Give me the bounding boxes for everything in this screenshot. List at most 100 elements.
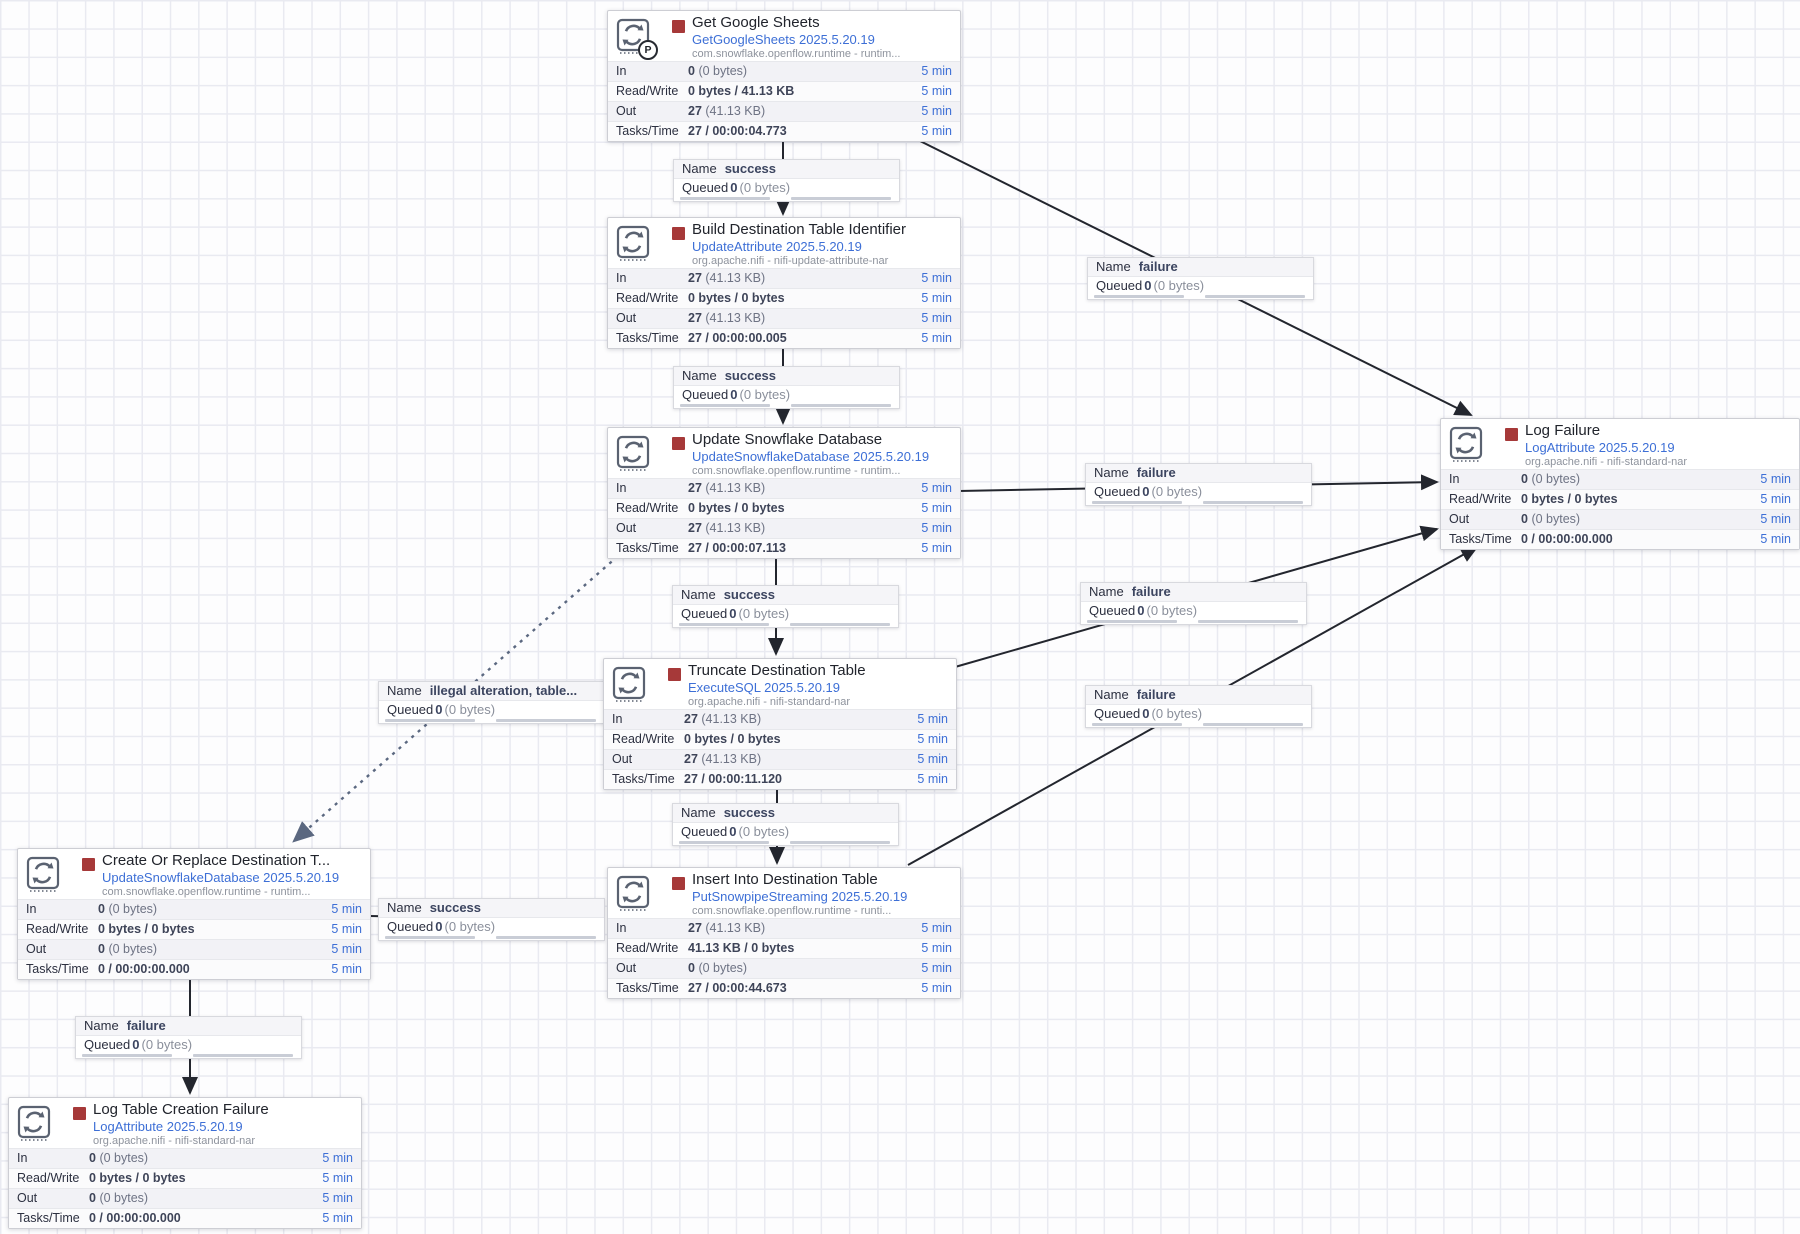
stopped-status-icon xyxy=(672,877,685,890)
processor-insert-into-destination-table[interactable]: Insert Into Destination Table PutSnowpip… xyxy=(607,867,961,999)
stopped-status-icon xyxy=(82,858,95,871)
processor-header: Insert Into Destination Table PutSnowpip… xyxy=(608,868,960,918)
processor-bundle: com.snowflake.openflow.runtime - runti..… xyxy=(692,905,892,917)
connection-line-illegal-alteration-update-to-create[interactable] xyxy=(292,555,619,843)
processor-header: P Get Google Sheets GetGoogleSheets 2025… xyxy=(608,11,960,61)
processor-header: Truncate Destination Table ExecuteSQL 20… xyxy=(604,659,956,709)
processor-title: Truncate Destination Table xyxy=(688,662,866,679)
processor-bundle: com.snowflake.openflow.runtime - runtim.… xyxy=(102,886,311,898)
processor-header: Update Snowflake Database UpdateSnowflak… xyxy=(608,428,960,478)
processor-header: Log Failure LogAttribute 2025.5.20.19 or… xyxy=(1441,419,1799,469)
processor-log-failure[interactable]: Log Failure LogAttribute 2025.5.20.19 or… xyxy=(1440,418,1800,550)
processor-bundle: com.snowflake.openflow.runtime - runtim.… xyxy=(692,465,901,477)
stopped-status-icon xyxy=(672,20,685,33)
queue-fill-bars xyxy=(1086,722,1311,727)
queue-fill-bars xyxy=(379,718,604,723)
processor-stamp-icon xyxy=(1448,425,1486,463)
queue-fill-bars xyxy=(76,1053,301,1058)
processor-log-table-creation-failure[interactable]: Log Table Creation Failure LogAttribute … xyxy=(8,1097,362,1229)
processor-update-snowflake-database[interactable]: Update Snowflake Database UpdateSnowflak… xyxy=(607,427,961,559)
queue-fill-bars xyxy=(674,403,899,408)
processor-stamp-icon xyxy=(25,855,63,893)
processor-header: Create Or Replace Destination T... Updat… xyxy=(18,849,370,899)
processor-bundle: org.apache.nifi - nifi-update-attribute-… xyxy=(692,255,889,267)
processor-stamp-icon xyxy=(615,874,653,912)
processor-header: Log Table Creation Failure LogAttribute … xyxy=(9,1098,361,1148)
processor-type: UpdateSnowflakeDatabase 2025.5.20.19 xyxy=(692,449,930,464)
processor-title: Build Destination Table Identifier xyxy=(692,221,907,238)
processor-stamp-icon: P xyxy=(615,17,658,60)
processor-bundle: org.apache.nifi - nifi-standard-nar xyxy=(1525,456,1688,468)
processor-type: LogAttribute 2025.5.20.19 xyxy=(1525,440,1675,455)
processor-header: Build Destination Table Identifier Updat… xyxy=(608,218,960,268)
stopped-status-icon xyxy=(672,227,685,240)
processor-truncate-destination-table[interactable]: Truncate Destination Table ExecuteSQL 20… xyxy=(603,658,957,790)
processor-stamp-icon xyxy=(615,224,653,262)
processor-get-google-sheets[interactable]: P Get Google Sheets GetGoogleSheets 2025… xyxy=(607,10,961,142)
queue-fill-bars xyxy=(674,196,899,201)
processor-type: ExecuteSQL 2025.5.20.19 xyxy=(688,680,841,695)
processor-build-destination-table-identifier[interactable]: Build Destination Table Identifier Updat… xyxy=(607,217,961,349)
queue-fill-bars xyxy=(673,622,898,627)
processor-title: Get Google Sheets xyxy=(692,14,820,31)
processor-stamp-icon xyxy=(611,665,649,703)
processor-type: GetGoogleSheets 2025.5.20.19 xyxy=(692,32,875,47)
processor-stamp-icon xyxy=(16,1104,54,1142)
processor-create-or-replace-destination-table[interactable]: Create Or Replace Destination T... Updat… xyxy=(17,848,371,980)
processor-title: Insert Into Destination Table xyxy=(692,871,878,888)
processor-type: UpdateSnowflakeDatabase 2025.5.20.19 xyxy=(102,870,340,885)
queue-fill-bars xyxy=(673,840,898,845)
queue-fill-bars xyxy=(379,935,604,940)
processor-bundle: org.apache.nifi - nifi-standard-nar xyxy=(688,696,851,708)
processor-type: PutSnowpipeStreaming 2025.5.20.19 xyxy=(692,889,908,904)
stopped-status-icon xyxy=(1505,428,1518,441)
processor-type: UpdateAttribute 2025.5.20.19 xyxy=(692,239,862,254)
stopped-status-icon xyxy=(672,437,685,450)
stopped-status-icon xyxy=(668,668,681,681)
processor-title: Log Table Creation Failure xyxy=(93,1101,269,1118)
stopped-status-icon xyxy=(73,1107,86,1120)
processor-title: Update Snowflake Database xyxy=(692,431,883,448)
processor-type: LogAttribute 2025.5.20.19 xyxy=(93,1119,243,1134)
